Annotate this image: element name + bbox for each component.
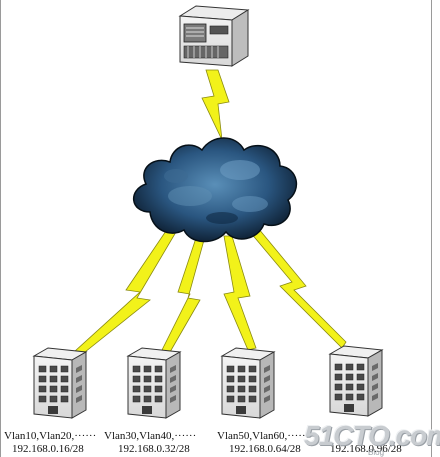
site-2-label: Vlan30,Vlan40,······ 192.168.0.32/28 <box>104 430 196 456</box>
left-border <box>0 0 1 457</box>
site-1-subnet: 192.168.0.16/28 <box>12 443 84 455</box>
building-icon <box>126 347 182 419</box>
link-site-4 <box>249 227 347 349</box>
watermark: 51CTO.com <box>304 420 440 451</box>
site-3-label: Vlan50,Vlan60,······ 192.168.0.64/28 <box>217 430 309 456</box>
building-icon <box>220 347 276 419</box>
site-4-subnet: 192.168.0.96/28 <box>330 443 402 455</box>
right-border <box>431 0 432 457</box>
site-3-subnet: 192.168.0.64/28 <box>229 443 301 455</box>
building-icon <box>32 347 88 419</box>
site-2-subnet: 192.168.0.32/28 <box>118 443 190 455</box>
site-1-label: Vlan10,Vlan20,······ 192.168.0.16/28 <box>4 430 96 456</box>
site-3-vlans: Vlan50,Vlan60,······ <box>217 430 310 442</box>
link-site-2 <box>161 237 205 353</box>
watermark-sub: Blog <box>368 448 385 457</box>
site-4-label: 192.168.0.96/28 <box>330 443 402 456</box>
link-site-1 <box>73 227 177 357</box>
link-site-3 <box>223 235 257 351</box>
cloud-network-icon <box>133 137 298 243</box>
site-1-vlans: Vlan10,Vlan20,······ <box>4 430 97 442</box>
building-icon <box>328 345 384 417</box>
link-server-cloud <box>201 69 230 141</box>
server-icon <box>178 5 250 67</box>
site-2-vlans: Vlan30,Vlan40,······ <box>104 430 197 442</box>
